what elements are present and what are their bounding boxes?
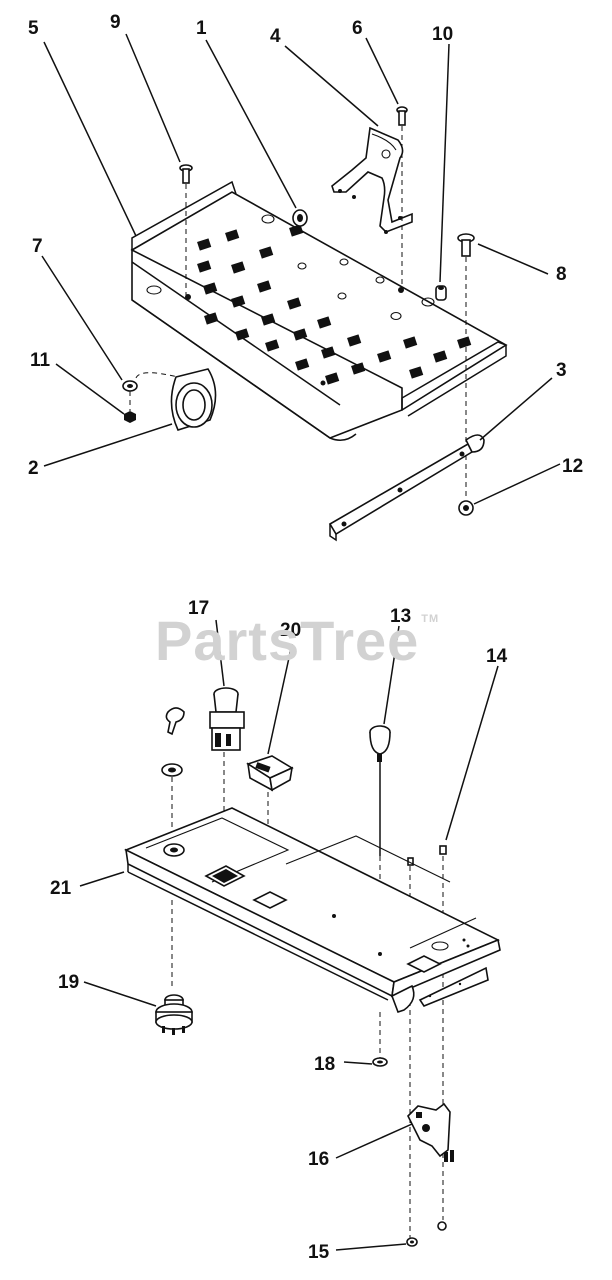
nut-14-lower [437,1221,447,1231]
callout-12: 12 [562,456,583,477]
interlock-switch [407,1102,454,1162]
callout-18: 18 [314,1054,335,1075]
leader-lines [41,33,561,1251]
callout-16: 16 [308,1149,329,1170]
ignition-switch [155,994,193,1035]
watermark-tm: TM [421,613,440,625]
base-plate [130,180,508,441]
pin-14 [439,845,447,1220]
washer-7 [122,380,138,392]
callout-19: 19 [58,972,79,993]
switch-nut [161,763,183,848]
callout-3: 3 [556,360,567,381]
callout-21: 21 [50,878,72,899]
washer-18 [372,1057,388,1067]
callout-14: 14 [486,646,508,667]
nut-1 [292,209,308,227]
pto-switch [209,687,245,866]
callout-labels: 5 9 1 4 6 10 7 8 11 3 2 12 17 20 13 14 2… [28,12,583,1263]
callout-13: 13 [390,606,411,627]
nut-11 [124,411,136,423]
callout-10: 10 [432,24,453,45]
callout-2: 2 [28,458,39,479]
bolt-6 [396,106,408,292]
callout-11: 11 [30,350,51,371]
bolt-8 [457,233,475,500]
strap-3 [328,434,485,542]
spacer-10 [435,285,447,301]
nut-12 [458,500,474,516]
callout-6: 6 [352,18,363,39]
ignition-key [165,707,185,736]
callout-4: 4 [270,26,281,47]
choke-knob [369,725,391,954]
spacer-bushing [135,368,217,431]
callout-17: 17 [188,598,209,619]
dash-panel [124,807,501,1014]
callout-20: 20 [280,620,301,641]
screw-9 [179,164,193,296]
callout-5: 5 [28,18,39,39]
callout-8: 8 [556,264,567,285]
callout-15: 15 [308,1242,330,1263]
nut-15 [406,1237,418,1247]
callout-7: 7 [32,236,43,257]
watermark-text: PartsTree [155,609,420,672]
callout-9: 9 [110,12,121,33]
bracket-4 [331,126,413,234]
callout-1: 1 [196,18,207,39]
